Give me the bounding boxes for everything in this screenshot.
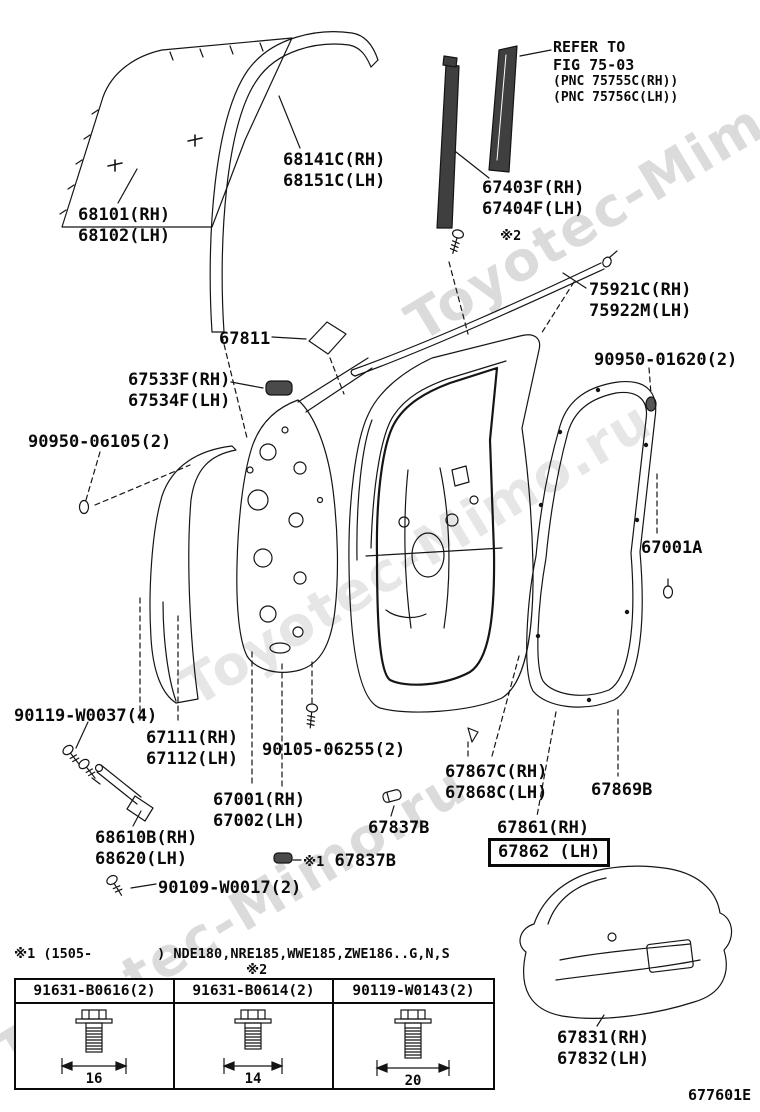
part-number-line: 67533F(RH) (128, 370, 231, 390)
screw-icon (305, 703, 319, 729)
door-glass-drawing (59, 37, 293, 228)
part-number-line: 68151C(LH) (283, 170, 386, 191)
refer-strip-drawing (488, 45, 518, 173)
refer-line: (PNC 75755C(RH)) (553, 74, 679, 89)
pad-67811-drawing (308, 321, 347, 355)
refer-line: (PNC 75756C(LH)) (553, 89, 679, 105)
refer-note: REFER TO FIG 75-03 (PNC 75755C(RH)) (PNC… (553, 38, 678, 105)
part-number-line: 67001(RH) (213, 790, 306, 810)
screw-icon (62, 744, 80, 765)
label-part-67831[interactable]: 67831(RH) 67832(LH) (557, 1028, 649, 1069)
part-number-line: 68101(RH) (78, 205, 171, 225)
label-part-68610B[interactable]: 68610B(RH) 68620(LH) (95, 828, 197, 869)
part-number-line: 67403F(RH) (482, 178, 585, 198)
bolt-part-number[interactable]: 90119-W0143(2) (334, 980, 493, 1004)
label-part-90950-01620[interactable]: 90950-01620(2) (594, 350, 738, 370)
label-part-90119-W0037[interactable]: 90119-W0037(4) (14, 706, 158, 726)
outer-panel-drawing (149, 445, 237, 704)
label-part-68101[interactable]: 68101(RH) 68102(LH) (78, 205, 170, 246)
bolt-length: 16 (86, 1071, 103, 1086)
leader-lines-solid (75, 49, 605, 1027)
door-assembly-drawing (348, 334, 541, 713)
door-check-drawing (91, 763, 154, 822)
bolt-part-number[interactable]: 91631-B0616(2) (16, 980, 175, 1004)
grommet-icon (78, 499, 90, 515)
bolt-length: 14 (245, 1071, 262, 1086)
part-number-line: 68620(LH) (95, 848, 188, 869)
label-part-75921C[interactable]: 75921C(RH) 75922M(LH) (589, 280, 691, 321)
part-number-line: 67111(RH) (146, 728, 239, 748)
sash-channel-drawing (436, 55, 460, 229)
label-part-67862-selected[interactable]: 67862 (LH) (488, 838, 611, 867)
belt-molding-drawing (350, 250, 618, 377)
bolt-size-table: 91631-B0616(2) 91631-B0614(2) 90119-W014… (14, 978, 495, 1090)
bolt-diagram: 20 (375, 1009, 451, 1086)
table-footnote-marker: ※2 (246, 962, 268, 978)
bolt-cell: 20 (334, 1004, 493, 1088)
diagram-code: 677601E (688, 1086, 752, 1104)
part-number-line: 68610B(RH) (95, 828, 198, 848)
footnote-marker-1: ※1 (303, 854, 325, 870)
label-part-67869B[interactable]: 67869B (591, 780, 653, 800)
label-part-67811[interactable]: 67811 (219, 329, 271, 349)
footnote-marker-2: ※2 (500, 228, 522, 244)
label-part-67837B[interactable]: 67837B (368, 818, 430, 838)
label-part-67403F[interactable]: 67403F(RH) 67404F(LH) (482, 178, 584, 219)
bolt-diagram: 14 (222, 1009, 284, 1086)
bolt-diagram: 16 (60, 1009, 128, 1086)
part-number-line: 67404F(LH) (482, 198, 585, 219)
refer-line: FIG 75-03 (553, 56, 635, 74)
part-number-line: 67832(LH) (557, 1048, 650, 1069)
part-number-line: 67868C(LH) (445, 782, 548, 803)
part-number-line: 67534F(LH) (128, 390, 231, 411)
weatherstrip-drawing (526, 380, 657, 708)
refer-line: REFER TO (553, 38, 626, 56)
footnote-text: ※1 (1505- ) NDE180,NRE185,WWE185,ZWE186.… (14, 946, 450, 962)
label-part-67837B-note[interactable]: ※1 67837B (303, 851, 396, 872)
label-part-67533F[interactable]: 67533F(RH) 67534F(LH) (128, 370, 230, 411)
part-number-line: 67837B (334, 851, 396, 871)
bolt-cell: 14 (175, 1004, 334, 1088)
trim-panel-drawing (519, 865, 733, 1019)
screw-icon (106, 874, 123, 896)
label-part-67867C[interactable]: 67867C(RH) 67868C(LH) (445, 762, 547, 803)
part-number-line: 75922M(LH) (589, 300, 692, 321)
part-number-line: 68141C(RH) (283, 150, 386, 170)
part-number-line: 68102(LH) (78, 225, 171, 246)
bolt-cell: 16 (16, 1004, 175, 1088)
cushion-67533-drawing (265, 380, 293, 396)
leader-lines-dashed (85, 261, 658, 817)
label-part-67111[interactable]: 67111(RH) 67112(LH) (146, 728, 238, 769)
label-part-67861[interactable]: 67861(RH) (497, 818, 590, 838)
part-number-line: 67867C(RH) (445, 762, 548, 782)
clip-icon (273, 852, 293, 864)
label-part-67001A[interactable]: 67001A (641, 538, 703, 558)
glass-run-channel-drawing (209, 31, 379, 333)
part-number-line: 67112(LH) (146, 748, 239, 769)
inner-panel-drawing (236, 357, 373, 673)
bolt-length: 20 (405, 1073, 422, 1086)
part-number-line: 67831(RH) (557, 1028, 650, 1048)
bolt-part-number[interactable]: 91631-B0614(2) (175, 980, 334, 1004)
label-part-90950-06105[interactable]: 90950-06105(2) (28, 432, 172, 452)
part-number-line: 67002(LH) (213, 810, 306, 831)
label-part-68141C[interactable]: 68141C(RH) 68151C(LH) (283, 150, 385, 191)
label-part-90105-06255[interactable]: 90105-06255(2) (262, 740, 406, 760)
part-number-line: 75921C(RH) (589, 280, 692, 300)
label-part-67001[interactable]: 67001(RH) 67002(LH) (213, 790, 305, 831)
clip-icon (382, 789, 402, 803)
door-opening-seal-drawing (375, 366, 499, 686)
clip-icon (467, 727, 479, 743)
label-part-90109-W0017[interactable]: 90109-W0017(2) (158, 878, 302, 898)
screw-icon (78, 758, 96, 779)
grommet-icon (662, 578, 674, 599)
screw-icon (449, 229, 465, 254)
